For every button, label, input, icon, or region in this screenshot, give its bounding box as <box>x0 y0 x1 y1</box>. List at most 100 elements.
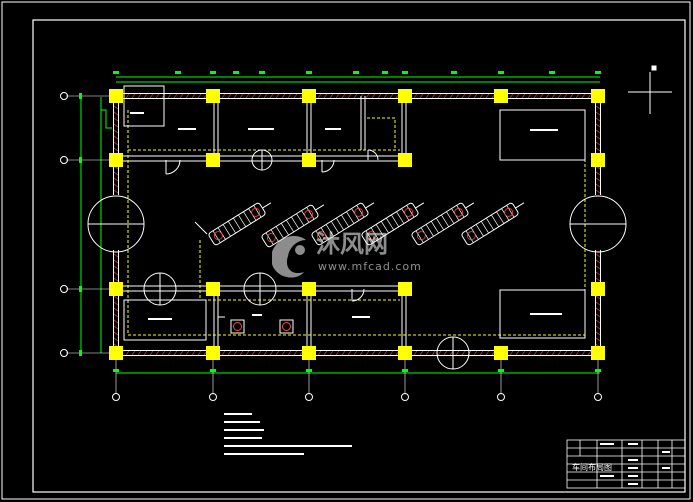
door-swing <box>115 223 145 253</box>
machine-rib <box>456 205 465 218</box>
machine-wheel <box>266 233 276 243</box>
column <box>591 153 605 167</box>
wall-hatch <box>113 313 119 318</box>
machine-rib <box>265 232 274 245</box>
machine-rib <box>212 230 221 243</box>
wall-hatch <box>167 93 172 99</box>
machine-rib <box>341 214 350 227</box>
wall-hatch <box>551 350 556 356</box>
machine-spindle <box>465 202 475 209</box>
wall-hatch <box>257 350 262 356</box>
machine-rib <box>491 214 500 227</box>
dimension-tick <box>402 369 408 372</box>
wall-hatch <box>287 93 292 99</box>
wall-hatch <box>143 350 148 356</box>
wall-hatch <box>227 350 232 356</box>
door-single <box>165 159 181 175</box>
machine-rib <box>280 223 289 236</box>
wall-hatch <box>239 350 244 356</box>
dimension-tick <box>79 157 82 163</box>
machine-rib <box>391 214 400 227</box>
wall-hatch <box>131 350 136 356</box>
wall-hatch <box>113 171 119 176</box>
machine-rib <box>375 224 384 237</box>
wall-hatch <box>595 105 601 110</box>
machine-wheel <box>304 209 314 219</box>
wall-hatch <box>269 93 274 99</box>
machine-rib <box>275 226 284 239</box>
machine-rib <box>296 213 305 226</box>
wall-hatch <box>317 350 322 356</box>
column <box>109 282 123 296</box>
door-swing <box>452 352 470 370</box>
wall-hatch <box>323 93 328 99</box>
door-swing <box>243 272 261 290</box>
wall-hatch <box>191 350 196 356</box>
wall-hatch <box>521 350 526 356</box>
dimension-tick <box>233 71 239 74</box>
wall-hatch <box>245 350 250 356</box>
axis-bubble <box>209 393 217 401</box>
wall-hatch <box>113 301 119 306</box>
wall-hatch <box>365 350 370 356</box>
wall-hatch <box>353 93 358 99</box>
door-swing <box>452 336 470 354</box>
wall-hatch <box>191 93 196 99</box>
columns <box>109 89 605 360</box>
machine-wheel <box>416 231 426 241</box>
column <box>206 346 220 360</box>
door-swing <box>259 272 277 290</box>
wall-hatch <box>113 307 119 312</box>
machine-rib <box>227 221 236 234</box>
machines <box>194 202 525 248</box>
wall-hatch <box>431 93 436 99</box>
wall-hatch <box>595 259 601 264</box>
machine-rib <box>285 219 295 233</box>
wall-hatch <box>557 350 562 356</box>
door-swing <box>159 272 177 290</box>
wall-hatch <box>185 350 190 356</box>
door-swing <box>261 149 273 161</box>
machine-rib <box>415 230 424 243</box>
wall-hatch <box>527 350 532 356</box>
wall-hatch <box>595 147 601 152</box>
machine-rib <box>475 224 484 237</box>
door-swing <box>597 223 627 253</box>
wall-hatch <box>595 313 601 318</box>
wall-hatch <box>595 135 601 140</box>
door-swing <box>115 195 145 225</box>
wall-hatch <box>383 93 388 99</box>
dimension-tick <box>595 71 601 74</box>
dimension-tick <box>175 71 181 74</box>
machine-body <box>311 202 369 246</box>
wall-hatch <box>365 93 370 99</box>
wall-hatch <box>595 277 601 282</box>
wall-hatch <box>257 93 262 99</box>
door-small <box>143 272 177 306</box>
wall-hatch <box>595 171 601 176</box>
door-single <box>351 288 365 302</box>
note-line <box>224 429 264 431</box>
wall-hatch <box>113 319 119 324</box>
wall-hatch <box>527 93 532 99</box>
column <box>591 282 605 296</box>
machine-wheel <box>504 207 514 217</box>
wall-hatch <box>335 93 340 99</box>
wall-hatch <box>557 93 562 99</box>
wall-hatch <box>125 93 130 99</box>
machine-rib <box>430 221 439 234</box>
wall-hatch <box>113 331 119 336</box>
drawing-frame <box>32 19 686 493</box>
machine-body <box>361 202 419 246</box>
wall-hatch <box>113 141 119 146</box>
door-swing <box>143 288 161 306</box>
wall-hatch <box>155 93 160 99</box>
wall-hatch <box>587 350 592 356</box>
door-swing <box>351 288 365 302</box>
machine-rib <box>335 217 345 231</box>
machine-rib <box>406 205 415 218</box>
title-block-fills <box>600 443 670 485</box>
axis-bubble <box>305 393 313 401</box>
column <box>302 346 316 360</box>
dimension-tick <box>451 71 457 74</box>
